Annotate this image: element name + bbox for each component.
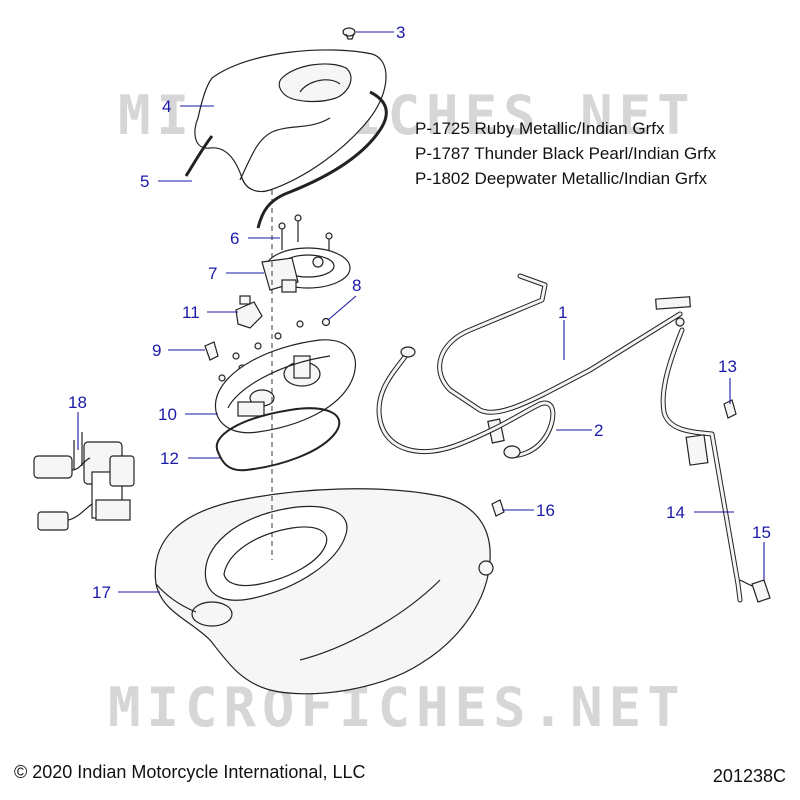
part-11-connector[interactable] xyxy=(235,295,263,329)
callout-1[interactable]: 1 xyxy=(558,303,567,322)
callout-16[interactable]: 16 xyxy=(536,501,555,520)
part-9-clip[interactable] xyxy=(204,341,219,361)
callout-leaders xyxy=(77,31,765,593)
callout-14[interactable]: 14 xyxy=(666,503,685,522)
callout-6[interactable]: 6 xyxy=(230,229,239,248)
callout-4[interactable]: 4 xyxy=(162,97,171,116)
callout-2[interactable]: 2 xyxy=(594,421,603,440)
part-15-clamp[interactable] xyxy=(739,579,771,603)
callout-3[interactable]: 3 xyxy=(396,23,405,42)
part-2-drain-hose[interactable] xyxy=(376,346,556,459)
part-18-fuel-pump-assembly[interactable] xyxy=(33,432,135,531)
paint-code-list: P-1725 Ruby Metallic/Indian Grfx P-1787 … xyxy=(415,116,716,191)
callout-15[interactable]: 15 xyxy=(752,523,771,542)
copyright-notice: © 2020 Indian Motorcycle International, … xyxy=(14,762,366,782)
part-12-gasket[interactable] xyxy=(215,407,341,472)
callout-13[interactable]: 13 xyxy=(718,357,737,376)
callout-9[interactable]: 9 xyxy=(152,341,161,360)
callout-7[interactable]: 7 xyxy=(208,264,217,283)
part-4-console-cover[interactable] xyxy=(194,49,387,193)
callout-8[interactable]: 8 xyxy=(352,276,361,295)
callout-17[interactable]: 17 xyxy=(92,583,111,602)
paint-code-line: P-1802 Deepwater Metallic/Indian Grfx xyxy=(415,169,707,188)
paint-code-line: P-1787 Thunder Black Pearl/Indian Grfx xyxy=(415,144,717,163)
part-5-trim-strip[interactable] xyxy=(184,90,388,229)
watermark-bottom: MICROFICHES.NET xyxy=(108,676,686,739)
part-8-screw[interactable] xyxy=(321,317,331,327)
callout-10[interactable]: 10 xyxy=(158,405,177,424)
part-7-pump-flange[interactable] xyxy=(261,247,351,293)
diagram-code: 201238C xyxy=(712,766,786,786)
callout-labels: 3 4 5 6 7 8 11 9 10 12 18 17 1 2 16 13 1… xyxy=(68,23,771,602)
callout-11[interactable]: 11 xyxy=(182,303,200,322)
part-17-fuel-tank[interactable] xyxy=(154,488,494,695)
part-13-clip[interactable] xyxy=(723,399,737,419)
part-16-clamp[interactable] xyxy=(491,499,505,517)
callout-5[interactable]: 5 xyxy=(140,172,149,191)
callout-12[interactable]: 12 xyxy=(160,449,179,468)
part-14-overflow-hose[interactable] xyxy=(660,317,743,603)
part-3-screw[interactable] xyxy=(342,27,356,40)
callout-18[interactable]: 18 xyxy=(68,393,87,412)
part-1-vent-hose[interactable] xyxy=(437,273,691,444)
paint-code-line: P-1725 Ruby Metallic/Indian Grfx xyxy=(415,119,665,138)
